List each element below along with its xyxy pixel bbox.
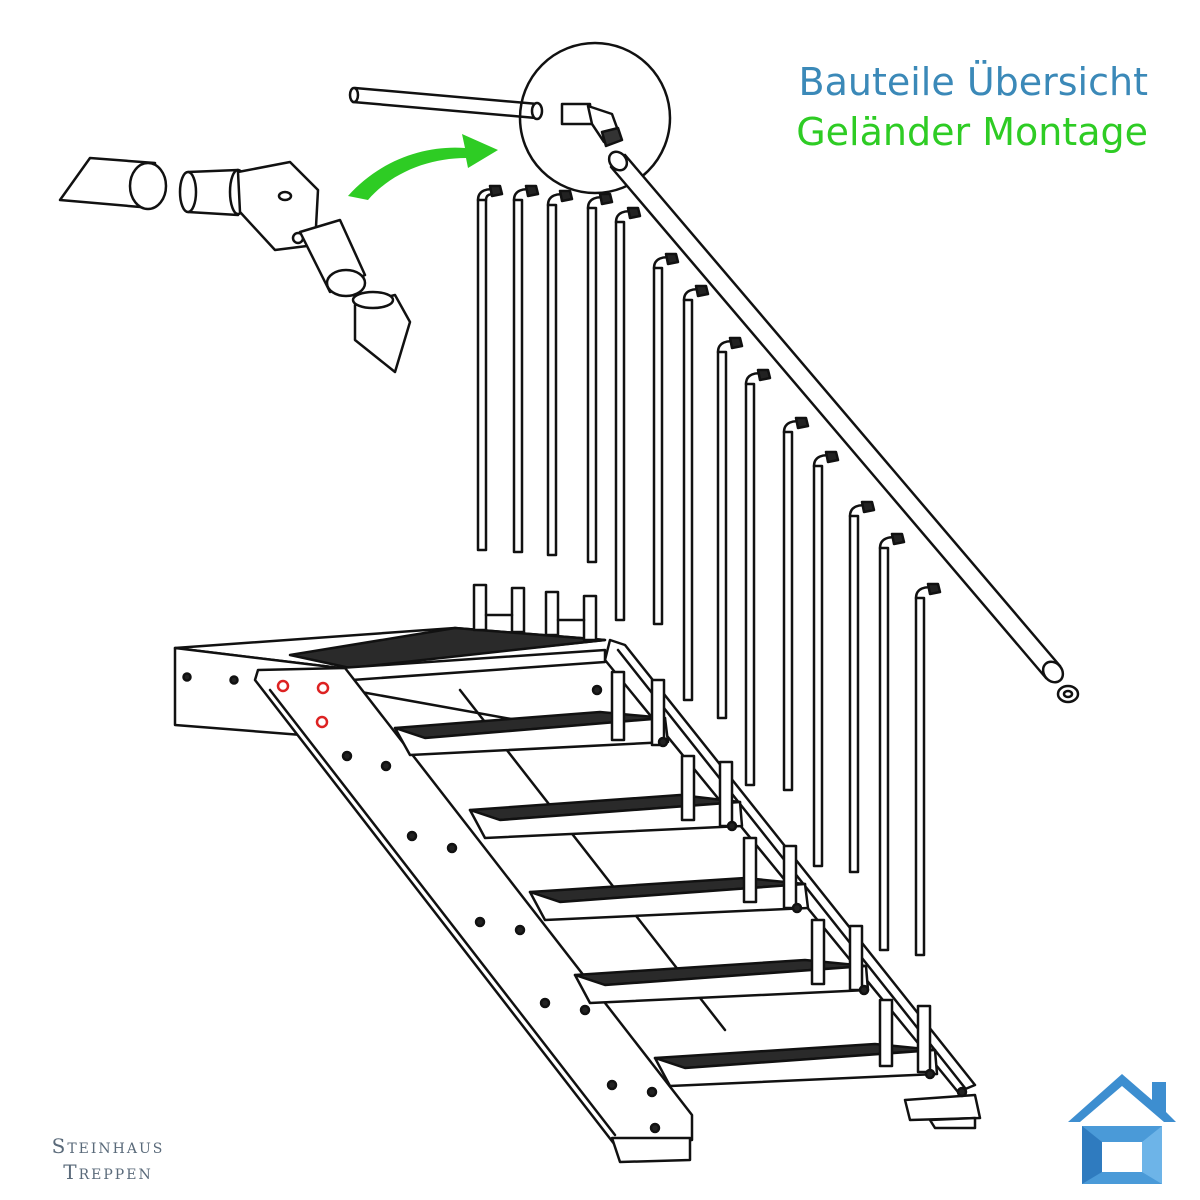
baluster <box>878 532 906 952</box>
brand-name-line-1: Steinhaus <box>51 1134 165 1158</box>
baluster <box>586 192 614 564</box>
staircase <box>173 583 982 1164</box>
balusters <box>476 184 942 957</box>
handrail-connector-exploded <box>58 156 412 374</box>
baluster <box>512 184 540 554</box>
detail-magnifier-circle <box>518 41 672 195</box>
handrail-long <box>607 150 1080 704</box>
baluster <box>744 368 772 787</box>
baluster <box>682 284 710 702</box>
title-line-2: Geländer Montage <box>796 110 1148 154</box>
baluster <box>614 206 642 622</box>
house-logo-icon <box>1068 1074 1176 1184</box>
baluster <box>812 450 840 868</box>
baluster <box>546 189 574 557</box>
baluster <box>848 500 876 874</box>
baluster <box>914 582 942 957</box>
baluster <box>716 336 744 720</box>
top-handrail-section <box>348 86 544 121</box>
title-line-1: Bauteile Übersicht <box>798 60 1148 104</box>
baluster <box>476 184 504 552</box>
connector-detail <box>560 102 624 148</box>
baluster <box>782 416 810 792</box>
green-arrow-icon <box>348 134 498 200</box>
brand-name-line-2: Treppen <box>63 1160 153 1184</box>
baluster <box>652 252 680 626</box>
